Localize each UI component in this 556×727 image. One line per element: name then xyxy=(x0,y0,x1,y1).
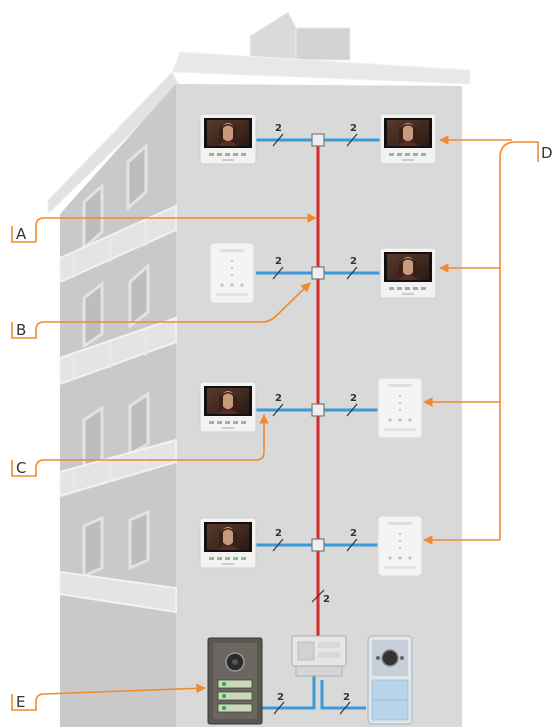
audio-handset-icon xyxy=(209,242,255,304)
video-monitor-icon xyxy=(379,113,437,165)
balcony-bars xyxy=(73,220,147,492)
junction-boxes xyxy=(311,133,325,552)
window xyxy=(82,515,104,579)
window xyxy=(82,182,104,252)
wire-count: 2 xyxy=(275,123,282,134)
wire-slashes xyxy=(272,133,358,715)
audio-handset-icon xyxy=(377,377,423,439)
wire-count: 2 xyxy=(275,528,282,539)
wire-count: 2 xyxy=(275,256,282,267)
callout-line-e xyxy=(11,683,206,711)
wire-count: 2 xyxy=(350,256,357,267)
video-monitor-icon xyxy=(199,113,257,165)
chimney-front xyxy=(295,27,351,61)
callout-line-a xyxy=(11,218,316,243)
branch-wire-panel-2 xyxy=(320,680,366,710)
junction-box-icon xyxy=(311,133,325,147)
wire-count-labels: 2 2 2 2 2 2 2 2 2 2 2 xyxy=(275,123,357,703)
video-monitor-icon xyxy=(199,381,257,433)
callout-line-b xyxy=(11,282,311,339)
callout-label-a: A xyxy=(16,225,27,243)
window xyxy=(128,509,150,571)
door-entry-panel-icon xyxy=(207,637,263,725)
wire-count: 2 xyxy=(350,393,357,404)
wire-count: 2 xyxy=(277,692,284,703)
wire-count: 2 xyxy=(343,692,350,703)
video-monitor-icon xyxy=(199,517,257,569)
side-windows xyxy=(82,142,150,579)
wire-count: 2 xyxy=(350,528,357,539)
callout-line-d xyxy=(499,141,539,540)
wiring: 2 2 2 2 2 2 2 2 2 2 2 xyxy=(256,123,380,715)
callout-label-b: B xyxy=(16,321,26,339)
callout-label-d: D xyxy=(541,144,553,162)
window xyxy=(128,262,150,330)
callout-label-e: E xyxy=(16,693,25,711)
window xyxy=(82,280,104,349)
callout-labels: A B C D E xyxy=(16,144,553,711)
window xyxy=(128,391,150,457)
callout-line-c xyxy=(11,414,269,477)
wire-count: 2 xyxy=(275,393,282,404)
video-monitor-icon xyxy=(379,247,437,299)
window xyxy=(126,142,148,212)
devices xyxy=(199,113,437,577)
junction-box-icon xyxy=(311,266,325,280)
power-supply-icon xyxy=(291,635,347,677)
ground-devices xyxy=(207,635,413,725)
door-entry-panel-icon xyxy=(367,635,413,725)
junction-box-icon xyxy=(311,403,325,417)
chimney xyxy=(249,11,297,61)
callouts xyxy=(11,135,539,711)
audio-handset-icon xyxy=(377,515,423,577)
wire-count: 2 xyxy=(350,123,357,134)
junction-box-icon xyxy=(311,538,325,552)
roof-cornice-side xyxy=(47,71,181,216)
wire-count: 2 xyxy=(323,594,330,605)
roof-cornice xyxy=(171,51,471,85)
callout-label-c: C xyxy=(16,459,26,477)
balcony xyxy=(59,570,177,614)
